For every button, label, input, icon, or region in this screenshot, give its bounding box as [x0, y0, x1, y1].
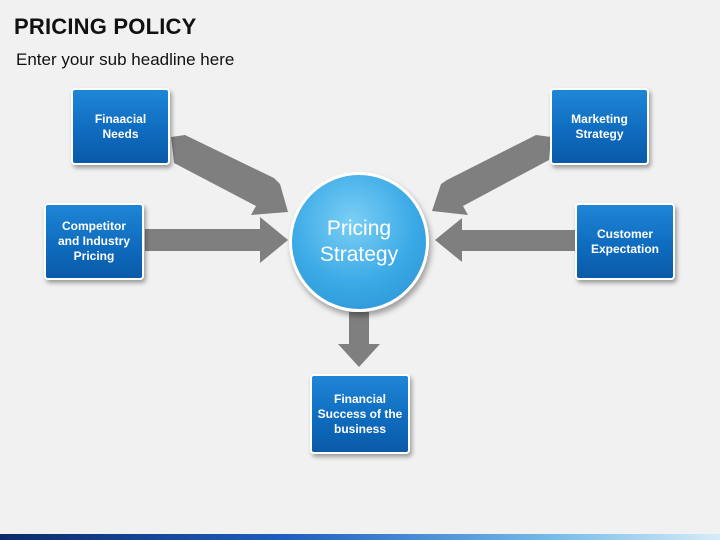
node-financial-needs: Finaacial Needs [71, 88, 170, 165]
arrow-customer-expectation [435, 218, 576, 262]
node-financial-success: Financial Success of the business [310, 374, 410, 454]
page-subtitle: Enter your sub headline here [16, 50, 235, 69]
arrow-competitor-pricing [145, 217, 288, 263]
node-marketing-strategy: Marketing Strategy [550, 88, 649, 165]
arrow-financial-needs [171, 135, 288, 215]
center-node-label: Pricing Strategy [319, 217, 399, 266]
node-customer-expectation: Customer Expectation [575, 203, 675, 280]
node-marketing-strategy-label: Marketing Strategy [571, 111, 628, 141]
arrow-marketing-strategy [432, 135, 551, 215]
node-financial-needs-label: Finaacial Needs [94, 111, 147, 141]
node-financial-success-label: Financial Success of the business [317, 391, 403, 436]
node-customer-expectation-label: Customer Expectation [590, 226, 659, 256]
center-node-pricing-strategy: Pricing Strategy [289, 172, 429, 312]
arrow-financial-success [338, 312, 380, 367]
footer-gradient-bar [0, 534, 720, 540]
node-competitor-pricing: Competitor and Industry Pricing [44, 203, 144, 280]
page-title: PRICING POLICY [14, 14, 197, 39]
node-competitor-pricing-label: Competitor and Industry Pricing [57, 219, 130, 263]
